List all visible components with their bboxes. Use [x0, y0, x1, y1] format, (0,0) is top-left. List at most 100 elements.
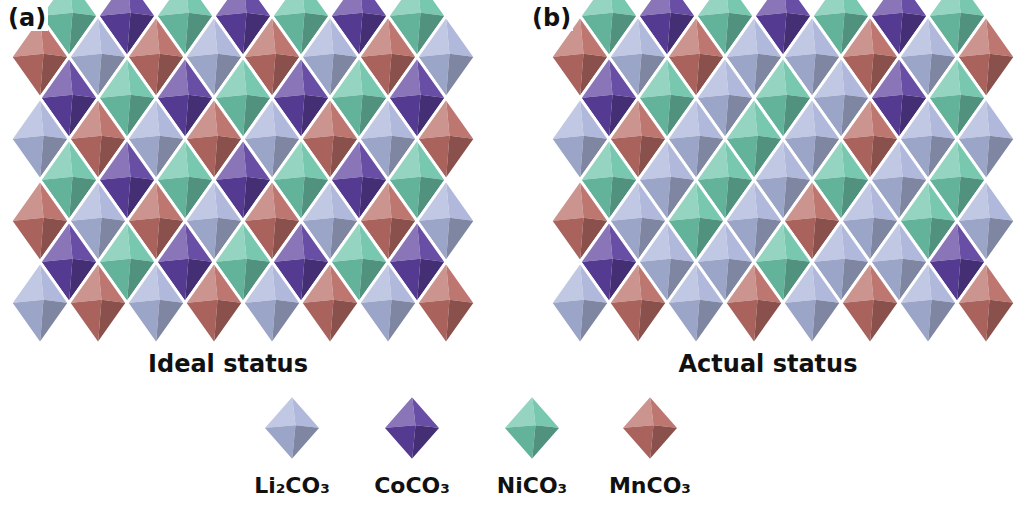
octahedron-face: [754, 177, 786, 221]
octahedron-face: [156, 259, 188, 303]
octahedron: [417, 262, 475, 344]
octahedron-face: [69, 300, 101, 344]
octahedron-face: [127, 136, 159, 180]
octahedron-face: [638, 177, 670, 221]
octahedron-face: [928, 259, 960, 303]
octahedron-face: [609, 262, 667, 344]
octahedron: [417, 16, 475, 98]
octahedron-face: [841, 54, 873, 98]
octahedron-face: [928, 95, 960, 139]
octahedron: [383, 395, 441, 461]
octahedron-face: [667, 54, 699, 98]
octahedron-face: [417, 54, 449, 98]
actual-lattice: [551, 0, 1014, 344]
octahedron-face: [40, 259, 72, 303]
octahedron-face: [417, 98, 475, 180]
octahedron-face: [214, 13, 246, 57]
ideal-lattice: [11, 0, 475, 344]
status-text: Ideal status: [148, 351, 308, 377]
octahedron-face: [388, 13, 420, 57]
octahedron-face: [417, 136, 449, 180]
octahedron-face: [638, 259, 670, 303]
octahedron-face: [263, 425, 295, 461]
octahedron-face: [841, 300, 873, 344]
legend-label: CoCO₃: [374, 474, 450, 498]
octahedron-face: [272, 259, 304, 303]
octahedron: [621, 395, 679, 461]
octahedron-face: [301, 54, 333, 98]
octahedron-face: [69, 218, 101, 262]
octahedron-face: [754, 259, 786, 303]
octahedron-face: [957, 16, 1014, 98]
octahedron-face: [725, 54, 757, 98]
octahedron-face: [870, 95, 902, 139]
octahedron-face: [272, 177, 304, 221]
octahedron-face: [69, 262, 127, 344]
octahedron-face: [899, 218, 931, 262]
octahedron-face: [551, 218, 583, 262]
legend-label: NiCO₃: [497, 474, 567, 498]
octahedron: [783, 262, 841, 344]
octahedron-face: [11, 218, 43, 262]
octahedron: [957, 98, 1014, 180]
octahedron-face: [263, 395, 321, 461]
octahedron: [301, 262, 359, 344]
octahedron-face: [185, 218, 217, 262]
octahedron-face: [156, 177, 188, 221]
octahedron: [609, 262, 667, 344]
octahedron-face: [957, 262, 1014, 344]
octahedron-face: [127, 262, 185, 344]
octahedron-face: [638, 13, 670, 57]
octahedron-face: [841, 262, 899, 344]
octahedron-face: [185, 136, 217, 180]
octahedron-face: [214, 177, 246, 221]
octahedron-face: [551, 136, 583, 180]
octahedron-face: [98, 259, 130, 303]
octahedron: [417, 98, 475, 180]
octahedron: [667, 262, 725, 344]
octahedron-face: [812, 177, 844, 221]
octahedron-face: [417, 262, 475, 344]
octahedron-face: [417, 218, 449, 262]
octahedron-face: [609, 54, 641, 98]
octahedron: [243, 262, 301, 344]
octahedron-face: [899, 136, 931, 180]
octahedron-face: [957, 300, 989, 344]
octahedron-face: [580, 13, 612, 57]
octahedron-face: [359, 218, 391, 262]
octahedron-face: [359, 54, 391, 98]
octahedron-face: [725, 136, 757, 180]
octahedron-face: [11, 136, 43, 180]
octahedron-face: [301, 300, 333, 344]
octahedron-face: [957, 218, 989, 262]
octahedron-face: [69, 54, 101, 98]
octahedron-face: [899, 54, 931, 98]
octahedron-face: [841, 136, 873, 180]
octahedron-face: [812, 13, 844, 57]
octahedron-face: [98, 177, 130, 221]
octahedron-face: [754, 13, 786, 57]
octahedron: [127, 262, 185, 344]
octahedron-face: [127, 300, 159, 344]
octahedron: [957, 180, 1014, 262]
octahedron-face: [98, 13, 130, 57]
octahedron: [551, 262, 609, 344]
octahedron-face: [243, 300, 275, 344]
octahedron-face: [928, 13, 960, 57]
octahedron-face: [388, 95, 420, 139]
octahedron-face: [330, 95, 362, 139]
octahedron-face: [40, 95, 72, 139]
octahedron: [503, 395, 561, 461]
legend-swatches: [263, 395, 679, 461]
octahedron-face: [812, 95, 844, 139]
octahedron-face: [272, 95, 304, 139]
status-text: Actual status: [679, 351, 858, 377]
octahedron-face: [783, 300, 815, 344]
octahedron-face: [725, 218, 757, 262]
octahedron: [957, 262, 1014, 344]
octahedron-face: [580, 95, 612, 139]
octahedron-face: [609, 218, 641, 262]
octahedron-face: [330, 13, 362, 57]
octahedron-face: [696, 95, 728, 139]
